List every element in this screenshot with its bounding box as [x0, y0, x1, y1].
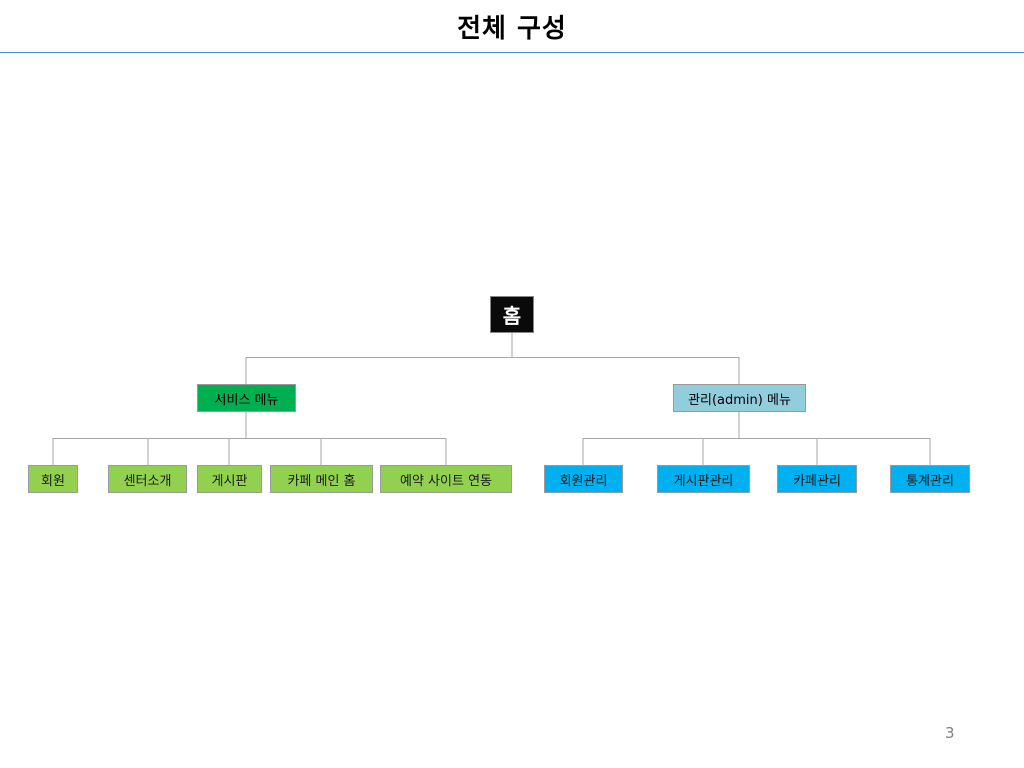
title-divider	[0, 52, 1024, 53]
node-admin-menu: 관리(admin) 메뉴	[673, 384, 806, 412]
node-service-board: 게시판	[197, 465, 262, 493]
page-number: 3	[945, 724, 955, 742]
node-admin-stats-mgmt: 통계관리	[890, 465, 970, 493]
node-service-member: 회원	[28, 465, 78, 493]
node-admin-cafe-mgmt: 카페관리	[777, 465, 857, 493]
node-service-cafe-home: 카페 메인 홈	[270, 465, 373, 493]
node-service-menu: 서비스 메뉴	[197, 384, 296, 412]
node-service-center-intro: 센터소개	[108, 465, 187, 493]
page-title: 전체 구성	[457, 14, 567, 44]
node-admin-member-mgmt: 회원관리	[544, 465, 623, 493]
node-admin-board-mgmt: 게시판관리	[657, 465, 750, 493]
node-service-reservation-link: 예약 사이트 연동	[380, 465, 512, 493]
node-home: 홈	[490, 296, 534, 333]
